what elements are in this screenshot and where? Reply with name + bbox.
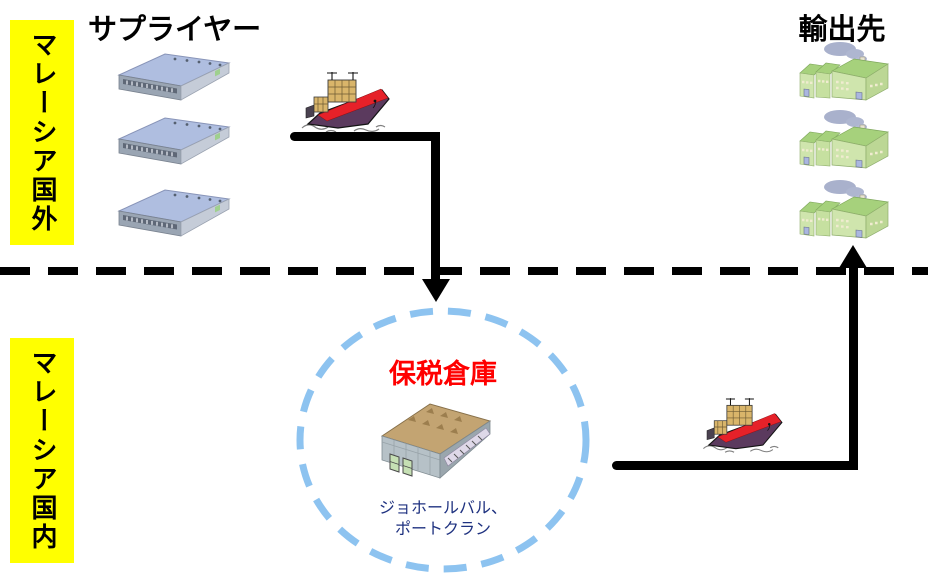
arrow-outbound-horizontal <box>612 461 858 470</box>
bonded-warehouse-locations: ジョホールバル、 ポートクラン <box>295 497 591 539</box>
region-label-outside: マレーシア国外 <box>27 31 57 234</box>
bonded-warehouse-icon <box>381 403 491 479</box>
factory-icon <box>798 108 890 170</box>
location-line-1: ジョホールバル、 <box>378 498 507 517</box>
factory-icon <box>798 40 890 102</box>
warehouse-icon <box>118 117 230 165</box>
bonded-zone-dashed-circle <box>296 307 590 573</box>
region-label-inside: マレーシア国内 <box>27 349 57 552</box>
suppliers-title: サプライヤー <box>88 12 262 46</box>
warehouse-icon <box>118 189 230 237</box>
arrow-outbound-head-up <box>839 245 867 268</box>
arrow-inbound-horizontal <box>290 132 440 141</box>
destinations-title: 輸出先 <box>798 12 886 46</box>
container-ship-icon <box>301 71 390 133</box>
warehouse-icon <box>118 53 230 101</box>
location-line-2: ポートクラン <box>394 519 491 538</box>
factory-icon <box>798 178 890 240</box>
arrow-inbound-vertical <box>431 132 440 280</box>
border-dashed-line <box>0 267 928 275</box>
region-band-outside-malaysia: マレーシア国外 <box>10 20 74 245</box>
region-band-inside-malaysia: マレーシア国内 <box>10 338 74 563</box>
arrow-outbound-vertical <box>849 264 858 470</box>
arrow-inbound-head-down <box>422 279 450 302</box>
container-ship-icon <box>702 397 783 453</box>
bonded-warehouse-title: 保税倉庫 <box>389 359 497 390</box>
